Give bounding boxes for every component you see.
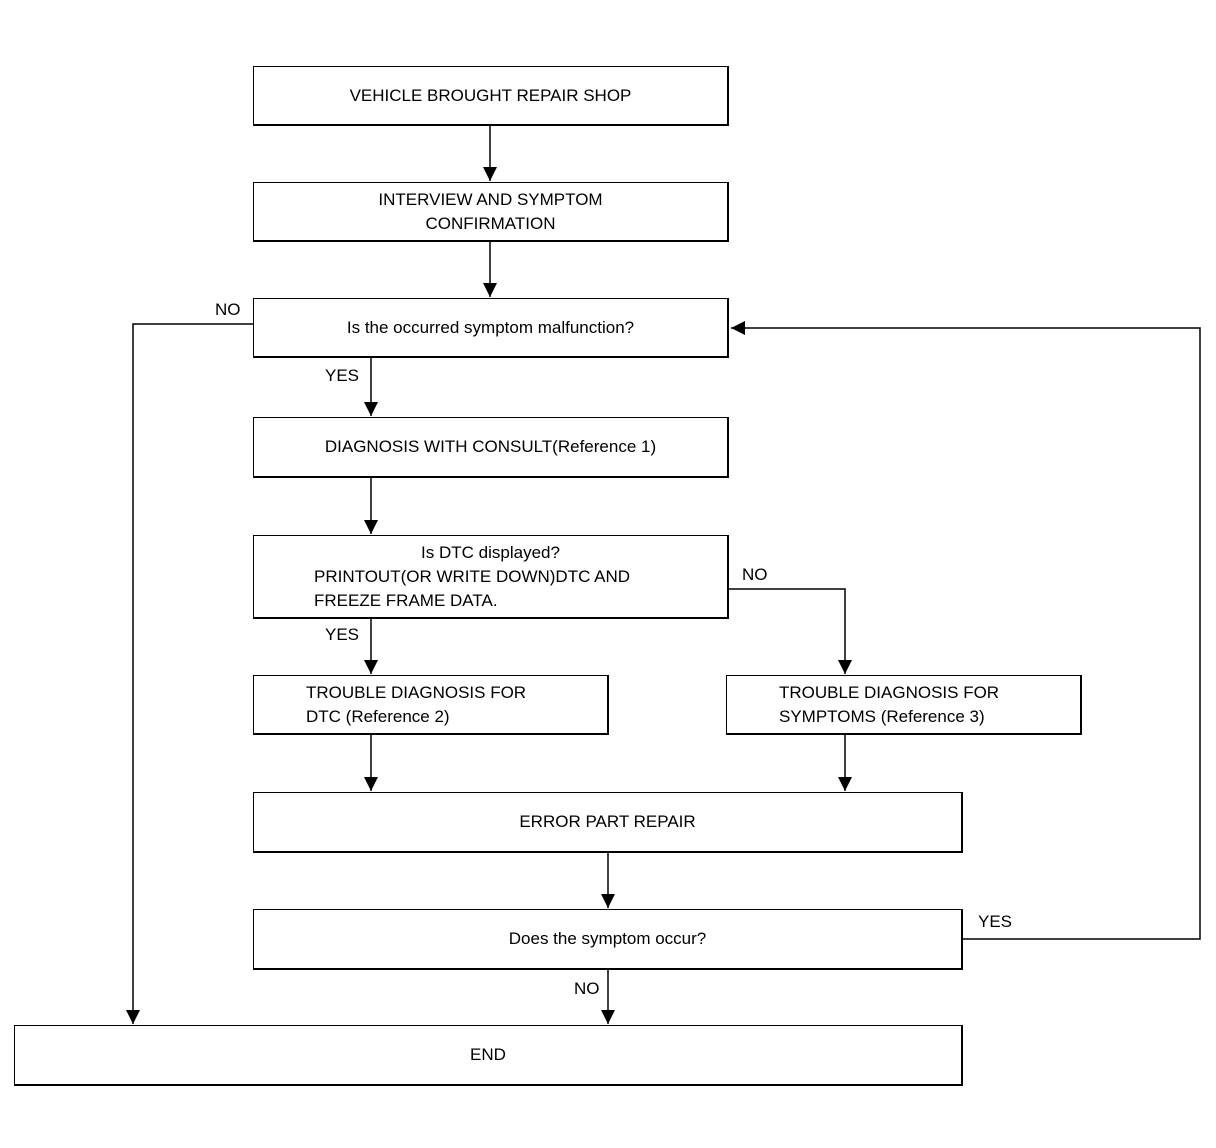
end-box: END [14,1025,963,1086]
error-part-repair-box: ERROR PART REPAIR [253,792,963,853]
node-text-line: VEHICLE BROUGHT REPAIR SHOP [349,85,632,105]
malfunction-no-label: NO [215,300,241,319]
arrow-occur-yes-loop-to-malfunction [731,321,1201,940]
node-text-line: Is DTC displayed? [421,542,560,562]
occur-yes-label: YES [978,912,1013,931]
occur-no-label: NO [574,979,600,998]
symptom-diagnosis-box: TROUBLE DIAGNOSIS FOR SYMPTOMS (Reference… [726,675,1082,735]
node-text-line: CONFIRMATION [425,213,556,233]
node-text-line: TROUBLE DIAGNOSIS FOR [306,682,527,702]
dtc-yes-label: YES [325,625,360,644]
consult-diagnosis-box: DIAGNOSIS WITH CONSULT(Reference 1) [253,417,729,478]
node-text-line: SYMPTOMS (Reference 3) [779,706,985,726]
node-text-line: PRINTOUT(OR WRITE DOWN)DTC AND [314,566,631,586]
node-text-line: ERROR PART REPAIR [519,812,696,831]
symptom-occur-decision-box: Does the symptom occur? [253,909,963,970]
malfunction-yes-label: YES [325,366,360,385]
node-text-line: DIAGNOSIS WITH CONSULT(Reference 1) [324,437,657,456]
node-text-line: DTC (Reference 2) [306,706,450,726]
node-text-line: END [470,1045,506,1064]
arrow-dtc-no-to-symptom-diagnosis [729,588,852,674]
dtc-decision-box: Is DTC displayed? PRINTOUT(OR WRITE DOWN)… [253,535,729,619]
vehicle-brought-box: VEHICLE BROUGHT REPAIR SHOP [253,66,729,126]
node-text-line: Is the occurred symptom malfunction? [346,317,635,337]
malfunction-decision-box: Is the occurred symptom malfunction? [253,298,729,358]
node-text-line: FREEZE FRAME DATA. [314,590,498,610]
node-text-line: INTERVIEW AND SYMPTOM [378,189,603,209]
dtc-diagnosis-box: TROUBLE DIAGNOSIS FOR DTC (Reference 2) [253,675,609,735]
arrow-malfunction-no-to-end [126,323,254,1024]
dtc-no-label: NO [742,565,768,584]
node-text-line: Does the symptom occur? [508,929,707,948]
interview-symptom-box: INTERVIEW AND SYMPTOM CONFIRMATION [253,182,729,242]
node-text-line: TROUBLE DIAGNOSIS FOR [779,682,1000,702]
